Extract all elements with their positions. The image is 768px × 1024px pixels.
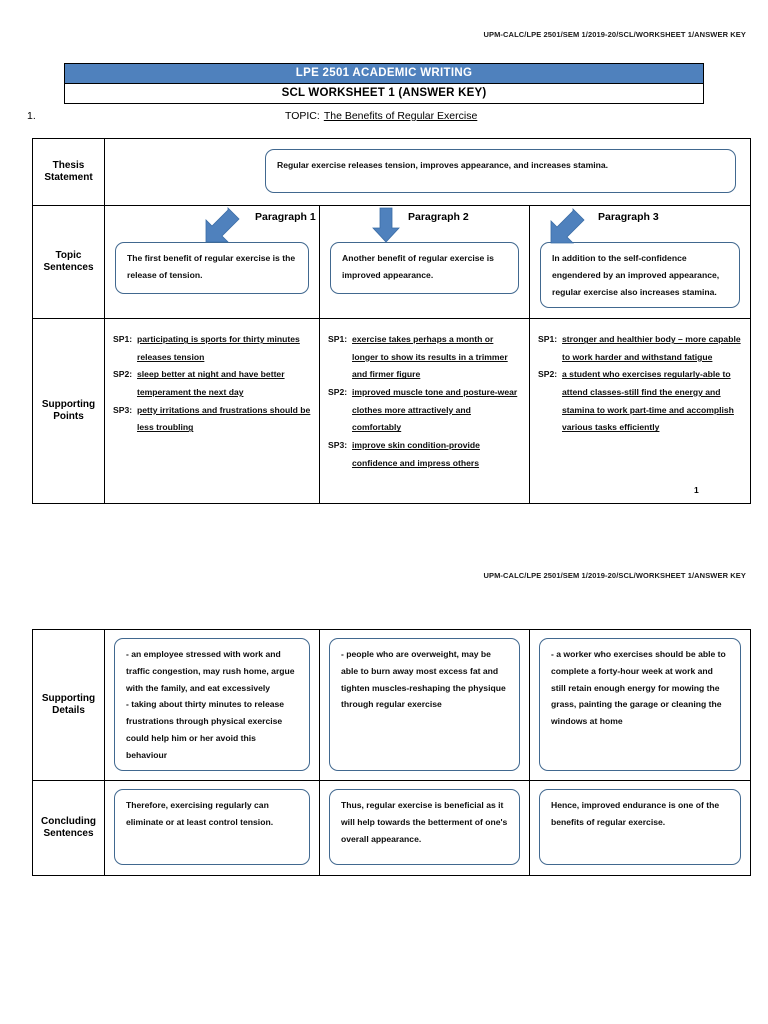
row-label-line1: Concluding: [41, 815, 96, 827]
concluding-sentence-box-p1: Therefore, exercising regularly can elim…: [114, 789, 310, 866]
thesis-statement-box: Regular exercise releases tension, impro…: [265, 149, 736, 193]
list-item: SP3: improve skin condition-provide conf…: [328, 437, 521, 472]
topic-sentence-cell-p3: Paragraph 3 In addition to the self-conf…: [529, 204, 751, 320]
supporting-details-cell-p2: - people who are overweight, may be able…: [319, 628, 530, 782]
row-label-line1: Supporting: [41, 692, 96, 704]
sp-tag: SP3:: [328, 439, 348, 450]
outline-table-part1: Thesis Statement Regular exercise releas…: [32, 138, 751, 505]
topic-line: TOPIC:The Benefits of Regular Exercise: [285, 110, 477, 122]
paragraph-2-header: Paragraph 2: [320, 206, 529, 244]
sp-tag: SP2:: [328, 387, 348, 398]
concluding-sentence-box-p2: Thus, regular exercise is beneficial as …: [329, 789, 520, 866]
paragraph-2-heading: Paragraph 2: [408, 211, 469, 223]
row-label-line1: Supporting: [41, 398, 96, 410]
topic-sentence-box-wrap-p1: The first benefit of regular exercise is…: [105, 242, 319, 304]
topic-label: TOPIC:: [285, 110, 320, 122]
table-row-concluding-sentences: Concluding Sentences Therefore, exercisi…: [32, 780, 751, 877]
paragraph-1-header: Paragraph 1: [105, 206, 319, 244]
list-item: SP1: participating is sports for thirty …: [113, 331, 311, 366]
item-number: 1.: [27, 110, 36, 122]
supporting-details-cell-p1: - an employee stressed with work and tra…: [104, 628, 320, 782]
concluding-sentence-cell-p3: Hence, improved endurance is one of the …: [529, 780, 751, 877]
sp-text: participating is sports for thirty minut…: [137, 334, 300, 362]
row-label-line2: Sentences: [43, 262, 94, 274]
sp-text: stronger and healthier body – more capab…: [562, 334, 741, 362]
topic-sentence-box-wrap-p2: Another benefit of regular exercise is i…: [320, 242, 529, 304]
row-label-concluding-sentences: Concluding Sentences: [32, 780, 105, 877]
list-item: SP2: sleep better at night and have bett…: [113, 366, 311, 401]
sp-text: a student who exercises regularly-able t…: [562, 369, 734, 433]
thesis-statement-cell: Regular exercise releases tension, impro…: [104, 138, 751, 206]
row-label-line2: Statement: [44, 172, 93, 183]
sp-tag: SP2:: [538, 369, 558, 380]
row-label-supporting-details: Supporting Details: [32, 628, 105, 782]
supporting-points-list-p2: SP1: exercise takes perhaps a month or l…: [328, 331, 521, 472]
topic-sentence-box-p2: Another benefit of regular exercise is i…: [330, 242, 519, 294]
list-item: SP1: stronger and healthier body – more …: [538, 331, 742, 366]
row-label-line2: Details: [52, 705, 85, 717]
supporting-points-cell-p3: SP1: stronger and healthier body – more …: [529, 318, 751, 505]
row-label-line2: Sentences: [43, 828, 94, 840]
list-item: SP2: a student who exercises regularly-a…: [538, 366, 742, 436]
row-label-supporting-points: Supporting Points: [32, 318, 105, 505]
topic-sentence-cell-p1: Paragraph 1 The first benefit of regular…: [104, 204, 320, 320]
topic-sentence-cell-p2: Paragraph 2 Another benefit of regular e…: [319, 204, 530, 320]
supporting-details-cell-p3: - a worker who exercises should be able …: [529, 628, 751, 782]
outline-table-part2: Supporting Details - an employee stresse…: [32, 628, 751, 877]
table-row-supporting-points: Supporting Points SP1: participating is …: [32, 318, 751, 505]
topic-sentence-box-p1: The first benefit of regular exercise is…: [115, 242, 309, 294]
sp-text: improved muscle tone and posture-wear cl…: [352, 387, 518, 433]
supporting-details-box-p2: - people who are overweight, may be able…: [329, 638, 520, 772]
title-banner: LPE 2501 ACADEMIC WRITING SCL WORKSHEET …: [64, 63, 704, 104]
row-label-line1: Thesis: [52, 159, 85, 171]
banner-course-title: LPE 2501 ACADEMIC WRITING: [65, 64, 703, 84]
list-item: SP2: improved muscle tone and posture-we…: [328, 384, 521, 437]
paragraph-3-heading: Paragraph 3: [598, 211, 659, 223]
topic-value: The Benefits of Regular Exercise: [323, 110, 478, 122]
supporting-points-cell-p1: SP1: participating is sports for thirty …: [104, 318, 320, 505]
banner-worksheet-title: SCL WORKSHEET 1 (ANSWER KEY): [65, 84, 703, 103]
paragraph-3-header: Paragraph 3: [530, 206, 750, 244]
topic-sentence-box-wrap-p3: In addition to the self-confidence engen…: [530, 242, 750, 318]
row-label-line1: Topic: [55, 249, 82, 261]
list-item: SP3: petty irritations and frustrations …: [113, 402, 311, 437]
row-label-thesis-statement: Thesis Statement: [32, 138, 105, 206]
sp-tag: SP2:: [113, 369, 133, 380]
row-label-topic-sentences: Topic Sentences: [32, 204, 105, 320]
concluding-sentence-box-p3: Hence, improved endurance is one of the …: [539, 789, 741, 866]
concluding-sentence-cell-p2: Thus, regular exercise is beneficial as …: [319, 780, 530, 877]
sp-tag: SP3:: [113, 404, 133, 415]
running-header-top: UPM-CALC/LPE 2501/SEM 1/2019-20/SCL/WORK…: [483, 30, 746, 39]
arrow-down-left-icon: [193, 206, 249, 244]
sp-text: petty irritations and frustrations shoul…: [137, 404, 311, 433]
arrow-down-icon: [358, 206, 414, 244]
sp-text: sleep better at night and have better te…: [137, 369, 285, 398]
supporting-points-list-p3: SP1: stronger and healthier body – more …: [538, 331, 742, 437]
row-label-line2: Points: [53, 411, 84, 423]
arrow-down-right-icon: [538, 206, 594, 244]
concluding-sentence-cell-p1: Therefore, exercising regularly can elim…: [104, 780, 320, 877]
sp-tag: SP1:: [113, 334, 133, 345]
supporting-details-box-p3: - a worker who exercises should be able …: [539, 638, 741, 772]
supporting-points-cell-p2: SP1: exercise takes perhaps a month or l…: [319, 318, 530, 505]
supporting-details-box-p1: - an employee stressed with work and tra…: [114, 638, 310, 772]
supporting-points-list-p1: SP1: participating is sports for thirty …: [113, 331, 311, 437]
sp-text: improve skin condition-provide confidenc…: [352, 439, 480, 468]
table-row-supporting-details: Supporting Details - an employee stresse…: [32, 628, 751, 782]
sp-text: exercise takes perhaps a month or longer…: [352, 334, 508, 380]
sp-tag: SP1:: [538, 334, 558, 345]
running-header-bottom: UPM-CALC/LPE 2501/SEM 1/2019-20/SCL/WORK…: [483, 571, 746, 580]
list-item: SP1: exercise takes perhaps a month or l…: [328, 331, 521, 384]
topic-sentence-box-p3: In addition to the self-confidence engen…: [540, 242, 740, 309]
sp-tag: SP1:: [328, 334, 348, 345]
table-row-thesis: Thesis Statement Regular exercise releas…: [32, 138, 751, 206]
page-number: 1: [694, 485, 699, 495]
table-row-topic-sentences: Topic Sentences Paragraph 1 The first be…: [32, 204, 751, 320]
paragraph-1-heading: Paragraph 1: [255, 211, 316, 223]
